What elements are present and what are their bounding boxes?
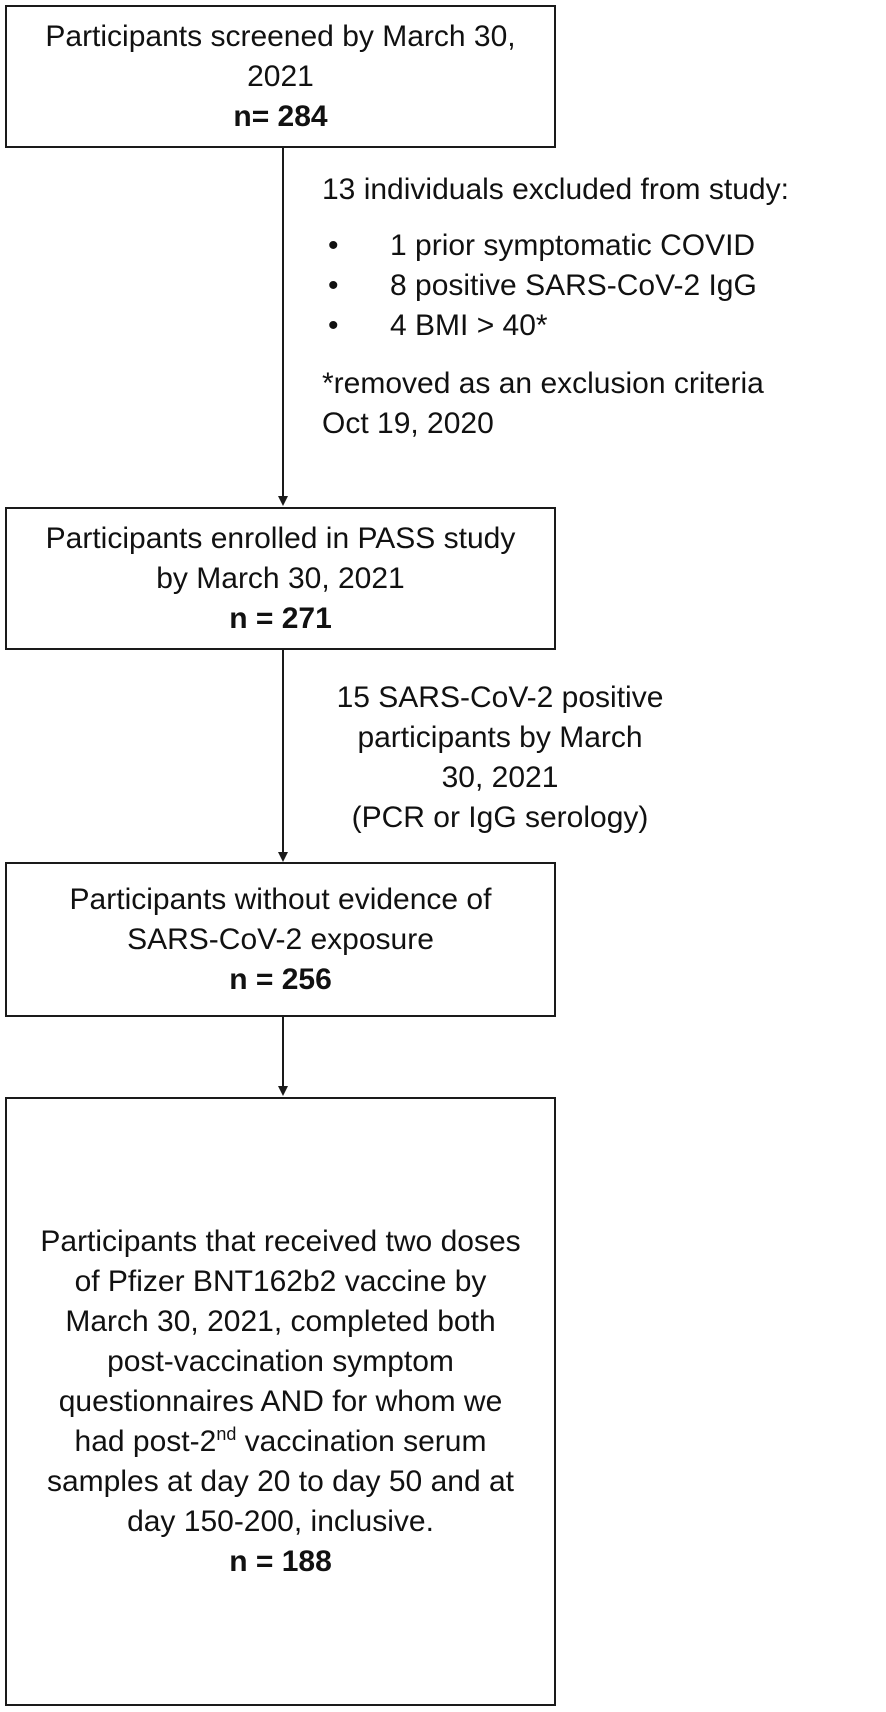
unexposed-line1: Participants without evidence of [69,882,492,916]
exclusion-item: 4 BMI > 40* [322,306,882,346]
positives-note: 15 SARS-CoV-2 positive participants by M… [330,678,670,838]
final-line: day 150-200, inclusive. [127,1504,434,1538]
ordinal-suffix: nd [216,1423,237,1444]
screened-line2: 2021 [247,59,314,93]
final-line: March 30, 2021, completed both [65,1304,496,1338]
exclusion-heading: 13 individuals excluded from study: [322,173,789,206]
final-line-serum-post: vaccination serum [236,1424,487,1458]
screened-line1: Participants screened by March 30, [45,19,516,53]
exclusion-item: 1 prior symptomatic COVID [322,226,882,266]
final-line: samples at day 20 to day 50 and at [47,1464,514,1498]
positives-line: (PCR or IgG serology) [351,801,649,834]
screened-count: n= 284 [233,99,328,133]
final-line-serum-pre: had post-2 [74,1424,217,1458]
positives-line: participants by March [357,721,643,754]
exclusion-item: 8 positive SARS-CoV-2 IgG [322,266,882,306]
positives-line: 15 SARS-CoV-2 positive [336,681,664,714]
final-line: of Pfizer BNT162b2 vaccine by [74,1264,487,1298]
enrolled-box: Participants enrolled in PASS study by M… [5,507,556,650]
final-count: n = 188 [229,1544,332,1578]
unexposed-box: Participants without evidence of SARS-Co… [5,862,556,1017]
final-line: questionnaires AND for whom we [58,1384,503,1418]
screened-box: Participants screened by March 30, 2021 … [5,5,556,148]
unexposed-line2: SARS-CoV-2 exposure [127,922,434,956]
enrolled-count: n = 271 [229,601,332,635]
enrolled-line2: by March 30, 2021 [156,561,405,595]
exclusion-list: 1 prior symptomatic COVID 8 positive SAR… [322,226,882,346]
exclusion-footnote-line2: Oct 19, 2020 [322,407,494,440]
exclusion-footnote-line1: *removed as an exclusion criteria [322,367,764,400]
final-cohort-box: Participants that received two doses of … [5,1097,556,1706]
exclusion-note: 13 individuals excluded from study: 1 pr… [322,170,882,444]
unexposed-count: n = 256 [229,962,332,996]
enrolled-line1: Participants enrolled in PASS study [45,521,516,555]
positives-line: 30, 2021 [441,761,559,794]
final-line-serum: had post-2nd vaccination serum [75,1422,487,1462]
final-line: post-vaccination symptom [107,1344,454,1378]
final-line: Participants that received two doses [40,1224,521,1258]
